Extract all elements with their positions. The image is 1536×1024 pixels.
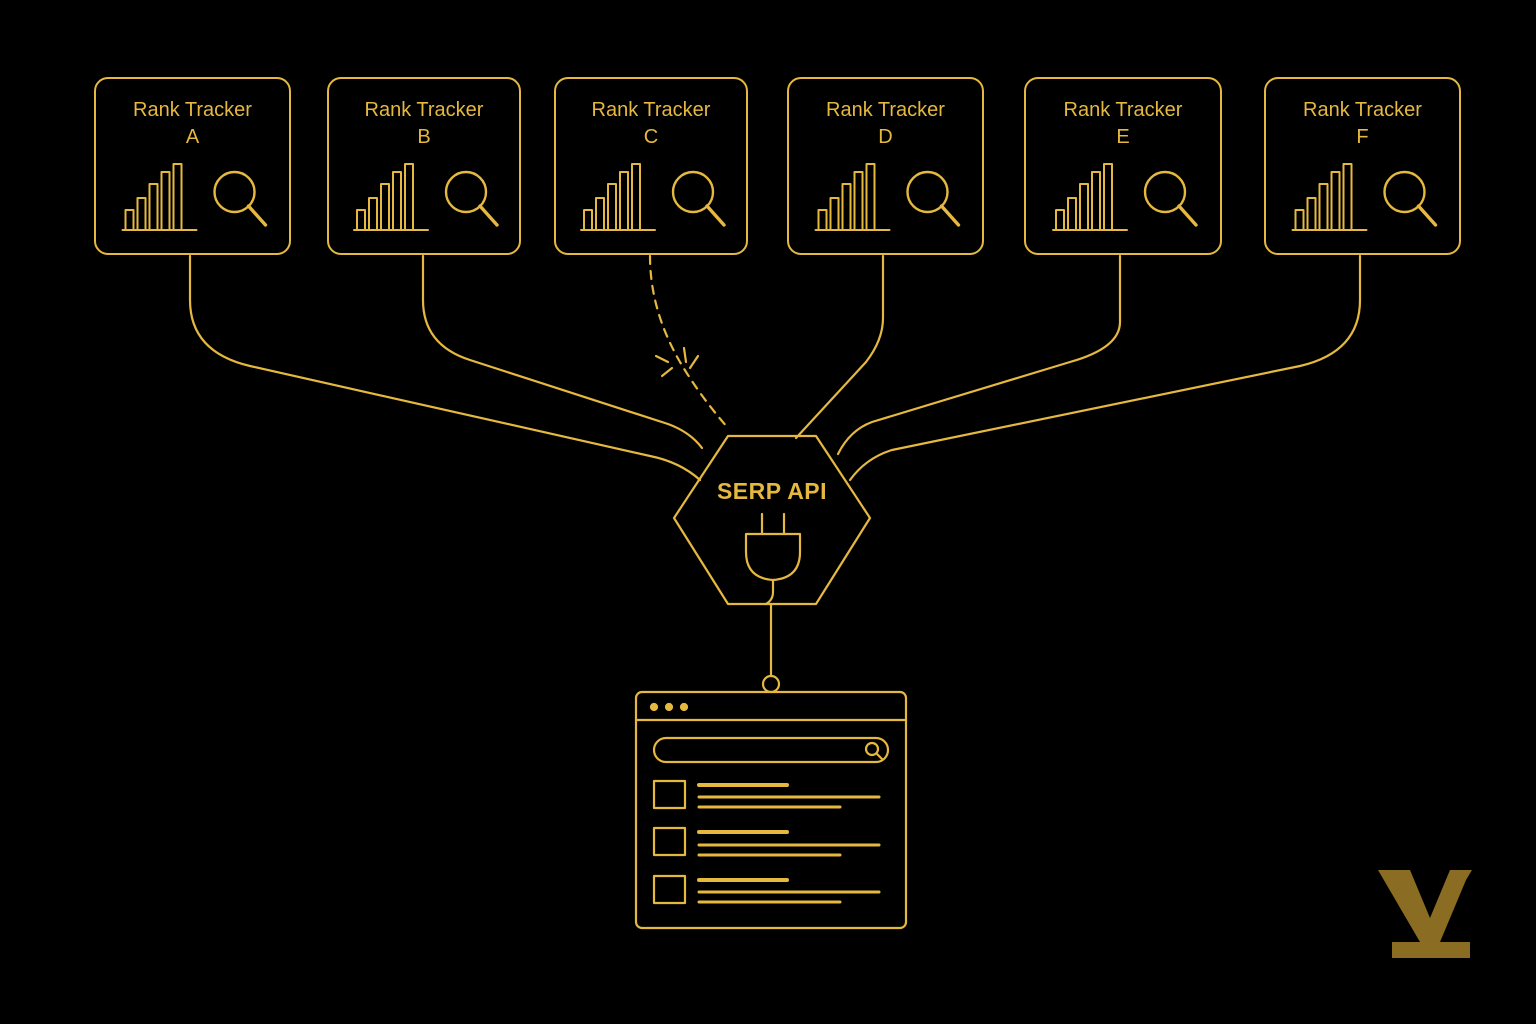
result-row: [652, 874, 881, 905]
connector-b: [421, 254, 704, 450]
search-icon: [864, 741, 884, 761]
bar-chart-icon: [814, 163, 891, 231]
tracker-icons: [121, 163, 268, 231]
tracker-icons: [1052, 163, 1198, 231]
magnifier-icon: [1383, 170, 1438, 227]
bar-chart-icon: [1291, 163, 1368, 231]
browser-search-bar: [652, 736, 890, 764]
magnifier-icon: [444, 170, 499, 227]
hub-title: SERP API: [716, 478, 828, 504]
bar-chart-icon: [121, 163, 198, 231]
tracker-icons: [353, 163, 499, 231]
bar-chart-icon: [1052, 163, 1128, 231]
magnifier-icon: [671, 170, 726, 227]
connector-d: [794, 254, 885, 440]
tracker-icons: [814, 163, 961, 231]
connector-c-broken: [648, 254, 730, 430]
magnifier-icon: [906, 170, 961, 227]
connector-e: [836, 254, 1122, 456]
connector-a: [188, 254, 702, 482]
link-node: [761, 674, 781, 694]
connector-f: [848, 254, 1362, 482]
brand-logo-icon: [1378, 870, 1472, 958]
bar-chart-icon: [353, 163, 429, 231]
bar-chart-icon: [580, 163, 656, 231]
plug-icon: [744, 512, 802, 606]
result-row: [652, 826, 881, 857]
browser-window-icon: [634, 690, 908, 930]
result-row: [652, 779, 881, 810]
connection-break-spark: [654, 346, 700, 378]
tracker-icons: [580, 163, 726, 231]
magnifier-icon: [1143, 170, 1198, 227]
magnifier-icon: [213, 170, 268, 227]
tracker-icons: [1291, 163, 1438, 231]
serp-api-hub: [672, 434, 872, 606]
